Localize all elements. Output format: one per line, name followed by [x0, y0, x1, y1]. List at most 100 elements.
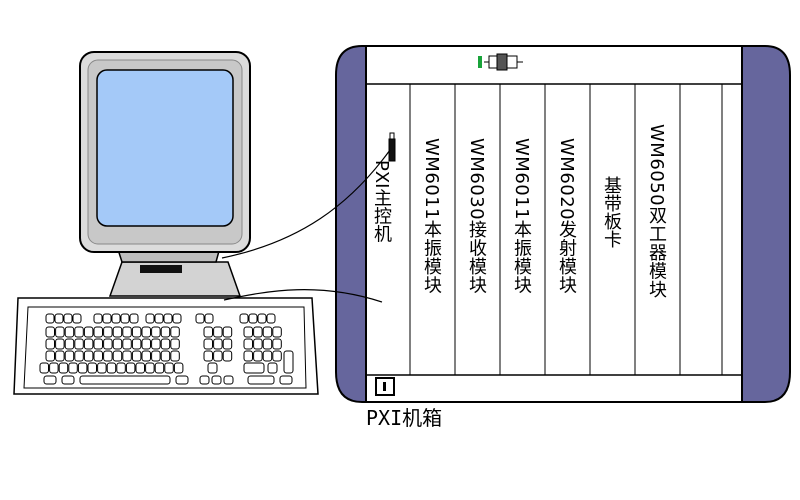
keyboard-key [93, 313, 103, 324]
keyboard-key [247, 375, 275, 385]
keyboard-key [112, 350, 123, 362]
keyboard-key [131, 338, 142, 350]
keyboard-key [272, 338, 282, 350]
keyboard-key [93, 350, 103, 362]
keyboard-key [243, 362, 265, 374]
keyboard-key [266, 313, 276, 324]
keyboard-key [122, 350, 132, 362]
keyboard-key [45, 313, 55, 324]
keyboard-key [112, 338, 123, 350]
keyboard-key [172, 313, 182, 324]
keyboard-icon [13, 297, 319, 395]
keyboard-key [77, 362, 88, 374]
keyboard-key [64, 350, 75, 362]
keyboard-key [55, 326, 65, 338]
keyboard-key [122, 326, 132, 338]
keyboard-key [122, 338, 132, 350]
keyboard-key [83, 350, 94, 362]
keyboard-key [112, 326, 123, 338]
keyboard-key [151, 338, 161, 350]
power-switch-toggle [496, 53, 508, 71]
keyboard-key [103, 326, 113, 338]
keyboard-key [279, 375, 293, 385]
keyboard-key [170, 326, 180, 338]
power-switch-icon [478, 53, 523, 71]
keyboard-key [283, 350, 294, 374]
keyboard-key [93, 326, 103, 338]
keyboard-key [243, 338, 253, 350]
keyboard-key [55, 350, 65, 362]
keyboard-key [55, 338, 65, 350]
keyboard-key [170, 350, 180, 362]
keyboard-key [64, 326, 75, 338]
port-pin [383, 382, 386, 391]
keyboard-key [145, 362, 155, 374]
keyboard-key [160, 350, 171, 362]
keyboard-key [223, 375, 234, 385]
keyboard-key [239, 313, 249, 324]
pxi-chassis [335, 45, 791, 403]
monitor-screen [96, 69, 234, 227]
keyboard-key [49, 362, 59, 374]
keyboard-key [267, 362, 278, 374]
keyboard-key [74, 326, 84, 338]
keyboard-key [93, 338, 103, 350]
keyboard-key [151, 350, 161, 362]
keyboard-key [272, 326, 282, 338]
keyboard-key [45, 350, 55, 362]
keyboard-key [131, 326, 142, 338]
keyboard-key [64, 338, 75, 350]
chassis-left-side-panel [335, 45, 368, 403]
keyboard-key [262, 338, 273, 350]
keyboard-key [43, 375, 57, 385]
keyboard-key [160, 326, 171, 338]
keyboard-key [131, 350, 142, 362]
keyboard-key [204, 313, 214, 324]
keyboard-key [213, 350, 223, 362]
keyboard-key [173, 362, 184, 374]
keyboard-key [68, 362, 78, 374]
keyboard-key [125, 362, 136, 374]
keyboard-key [83, 338, 94, 350]
keyboard-key [102, 313, 112, 324]
keyboard-key [120, 313, 130, 324]
keyboard-key [257, 313, 267, 324]
keyboard-key [97, 362, 107, 374]
keyboard-key [103, 350, 113, 362]
connector-tip [389, 132, 395, 140]
keyboard-key [175, 375, 189, 385]
keyboard-key [160, 338, 171, 350]
keyboard-key [129, 313, 139, 324]
keyboard-key [222, 350, 233, 362]
keyboard-key [262, 326, 273, 338]
keyboard-key [203, 326, 213, 338]
keyboard-key [222, 338, 233, 350]
keyboard-key [253, 326, 263, 338]
module-label-wm6011-lo: WM6011本振模块 [421, 138, 442, 295]
keyboard-key [141, 338, 151, 350]
keyboard-key [243, 350, 253, 362]
keyboard-key [199, 375, 210, 385]
module-label-wm6050-duplexer: WM6050双工器模块 [646, 124, 667, 299]
module-label-baseband: 基带板卡 [601, 176, 622, 248]
computer-icon [79, 51, 251, 297]
keyboard-key [151, 326, 161, 338]
keyboard-key [45, 326, 55, 338]
keyboard-key [39, 362, 49, 374]
keyboard-key [154, 313, 164, 324]
keyboard-key [116, 362, 126, 374]
keyboard-key [72, 313, 82, 324]
keyboard-key [83, 326, 94, 338]
keyboard-key [243, 326, 253, 338]
keyboard-key [253, 338, 263, 350]
keyboard-inner-border [23, 306, 307, 389]
cable-keyboard-to-controller [223, 289, 383, 303]
keyboard-key [45, 338, 55, 350]
keyboard-key [79, 375, 171, 385]
keyboard-key [54, 313, 64, 324]
keyboard-key [253, 350, 263, 362]
keyboard-key [213, 326, 223, 338]
keyboard-key [87, 362, 97, 374]
cable-monitor-to-controller [221, 149, 391, 259]
module-label-wm6020-tx: WM6020发射模块 [556, 138, 577, 295]
